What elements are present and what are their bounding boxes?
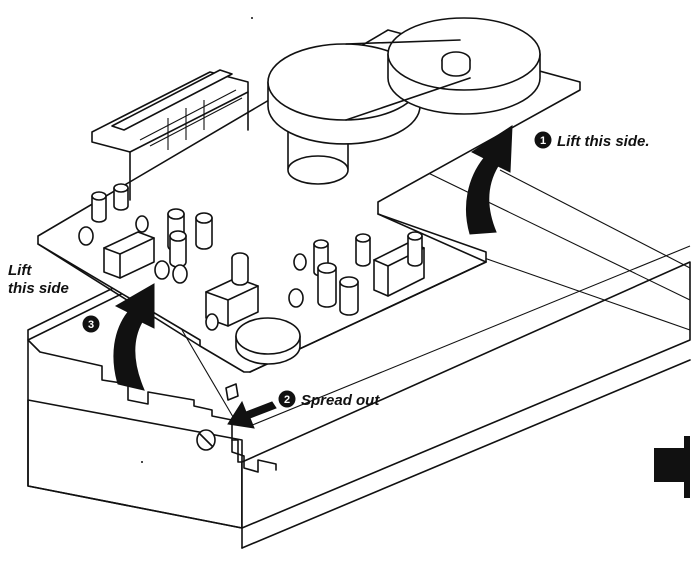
display-bracket <box>91 69 249 201</box>
lift-arrow-1 <box>465 125 513 235</box>
speaker-cap <box>235 317 301 365</box>
step-2-label: Spread out <box>301 392 380 409</box>
capacitor <box>154 260 170 280</box>
edge-tab-bar <box>684 436 690 498</box>
latch-tab <box>225 383 239 401</box>
step-2-number: 2 <box>284 394 290 406</box>
capacitor <box>78 226 94 246</box>
step-1-number: 1 <box>540 135 546 147</box>
step-3-label-line2: this side <box>8 280 69 297</box>
capacitor <box>355 233 371 267</box>
step-1-marker: 1 <box>534 131 552 149</box>
lift-arrow-3 <box>113 283 155 391</box>
capacitor <box>169 230 187 268</box>
capacitor <box>339 276 359 316</box>
capacitor <box>113 183 129 211</box>
step-3-number: 3 <box>88 319 94 331</box>
audio-jack <box>205 252 259 331</box>
step-2-marker: 2 <box>278 390 296 408</box>
capacitor <box>317 262 337 308</box>
step-3-label-line1: Lift <box>8 262 32 279</box>
capacitor <box>135 215 149 233</box>
screw-hole <box>196 429 216 451</box>
pointer-line <box>181 329 237 423</box>
board-outline <box>37 29 581 373</box>
step-3-marker: 3 <box>82 315 100 333</box>
belt <box>345 39 471 121</box>
capacitor <box>288 288 304 308</box>
capacitor <box>407 231 423 267</box>
flywheel <box>345 17 541 121</box>
capacitor <box>172 264 188 284</box>
capacitor <box>195 212 213 250</box>
capacitor <box>293 253 307 271</box>
step-1-label: Lift this side. <box>557 133 650 150</box>
board-components <box>78 183 425 365</box>
chassis-right-face <box>241 261 691 529</box>
capacitor <box>91 191 107 223</box>
spread-arrow-2 <box>227 400 277 429</box>
chassis-bottom-edge <box>241 359 691 549</box>
